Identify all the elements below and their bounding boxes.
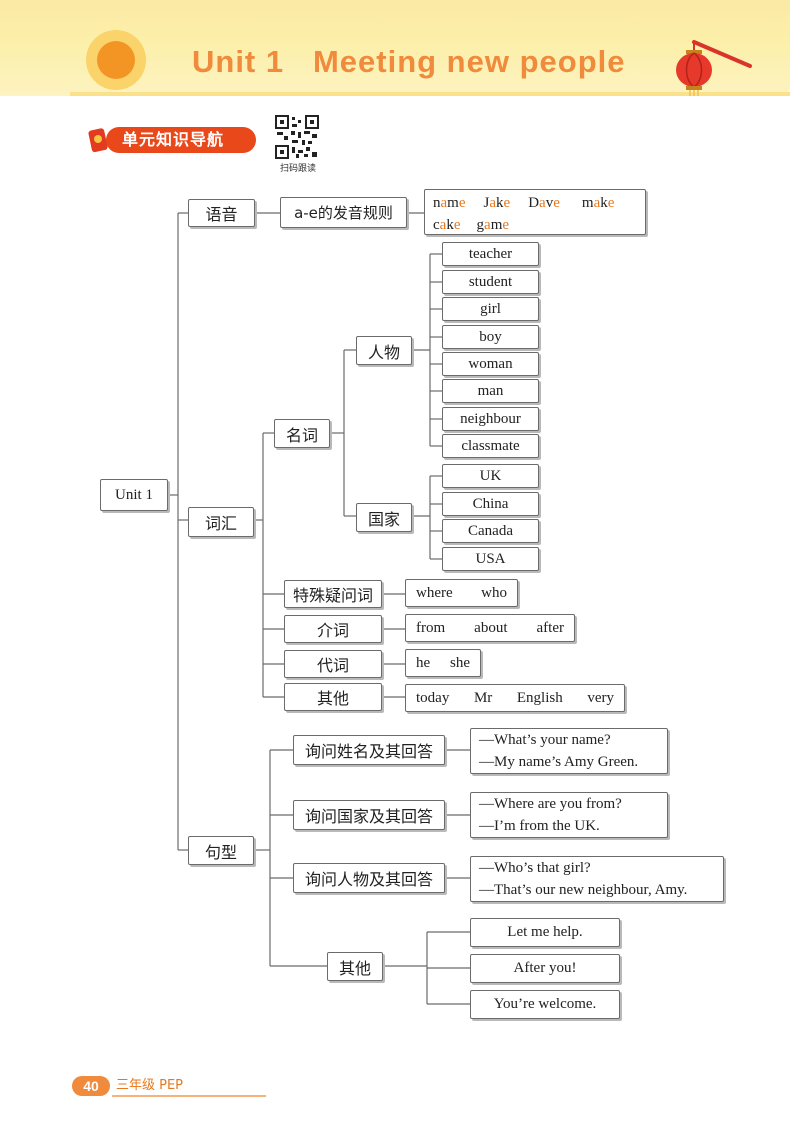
people-word: classmate	[442, 434, 539, 458]
country-word: UK	[442, 464, 539, 488]
page-number: 40	[72, 1076, 110, 1096]
country-word: Canada	[442, 519, 539, 543]
preposition-word: after	[536, 619, 564, 636]
sentence-line: —I’m from the UK.	[479, 818, 600, 834]
patterns-node: 句型	[188, 836, 254, 865]
pattern-country-node: 询问国家及其回答	[293, 800, 445, 830]
wh-word: where	[416, 584, 453, 601]
phonics-word: Dave	[528, 195, 560, 211]
lantern-icon	[676, 40, 752, 96]
sentence-line: —That’s our new neighbour, Amy.	[479, 882, 688, 898]
preposition-word: about	[474, 619, 508, 636]
prepositions-box: from about after	[405, 614, 575, 642]
people-node: 人物	[356, 336, 412, 365]
vocab-node: 词汇	[188, 507, 254, 537]
pattern-other-node: 其他	[327, 952, 383, 981]
phonics-word: game	[476, 217, 510, 233]
pattern-country-sentences: —Where are you from? —I’m from the UK.	[470, 792, 668, 838]
country-word: China	[442, 492, 539, 516]
phonics-words-box: name Jake Dave make cake game	[424, 189, 646, 235]
pattern-other-sentence: Let me help.	[470, 918, 620, 947]
phonics-node: 语音	[188, 199, 255, 227]
prepositions-node: 介词	[284, 615, 382, 643]
red-packet-icon	[88, 128, 108, 153]
pattern-other-sentence: After you!	[470, 954, 620, 983]
people-word: neighbour	[442, 407, 539, 431]
pattern-name-sentences: —What’s your name? —My name’s Amy Green.	[470, 728, 668, 774]
phonics-rule-node: a-e的发音规则	[280, 197, 407, 228]
countries-node: 国家	[356, 503, 412, 532]
people-word: girl	[442, 297, 539, 321]
pronouns-node: 代词	[284, 650, 382, 678]
phonics-word: make	[581, 195, 615, 211]
pattern-person-node: 询问人物及其回答	[293, 863, 445, 893]
sun-icon	[86, 30, 146, 90]
preposition-word: from	[416, 619, 446, 636]
phonics-word: name	[433, 195, 466, 211]
grade-label: 三年级 PEP	[112, 1077, 266, 1097]
people-word: woman	[442, 352, 539, 376]
other-word: very	[587, 689, 614, 706]
vocab-other-node: 其他	[284, 683, 382, 711]
page-title: Unit 1 Meeting new people	[192, 44, 626, 79]
sentence-line: —What’s your name?	[479, 732, 611, 748]
wh-words-node: 特殊疑问词	[284, 580, 382, 608]
wh-word: who	[481, 584, 507, 601]
country-word: USA	[442, 547, 539, 571]
sentence-line: —Who’s that girl?	[479, 860, 591, 876]
qr-caption: 扫码跟读	[279, 164, 316, 174]
section-tag: 单元知识导航	[84, 125, 256, 155]
people-word: man	[442, 379, 539, 403]
nouns-node: 名词	[274, 419, 330, 448]
pattern-name-node: 询问姓名及其回答	[293, 735, 445, 765]
pronouns-box: he she	[405, 649, 481, 677]
sentence-line: —My name’s Amy Green.	[479, 754, 639, 770]
people-word: teacher	[442, 242, 539, 266]
phonics-word: cake	[433, 217, 461, 233]
other-word: Mr	[473, 689, 493, 706]
wh-words-box: where who	[405, 579, 518, 607]
qr-code-icon[interactable]	[274, 114, 320, 160]
pronoun-word: he	[416, 654, 431, 671]
sentence-line: —Where are you from?	[479, 796, 622, 812]
vocab-other-box: today Mr English very	[405, 684, 625, 712]
people-word: student	[442, 270, 539, 294]
pattern-other-sentence: You’re welcome.	[470, 990, 620, 1019]
pattern-person-sentences: —Who’s that girl? —That’s our new neighb…	[470, 856, 724, 902]
section-title: 单元知识导航	[106, 127, 256, 153]
phonics-word: Jake	[483, 195, 511, 211]
people-word: boy	[442, 325, 539, 349]
pronoun-word: she	[450, 654, 470, 671]
other-word: today	[416, 689, 450, 706]
root-node: Unit 1	[100, 479, 168, 511]
other-word: English	[516, 689, 563, 706]
